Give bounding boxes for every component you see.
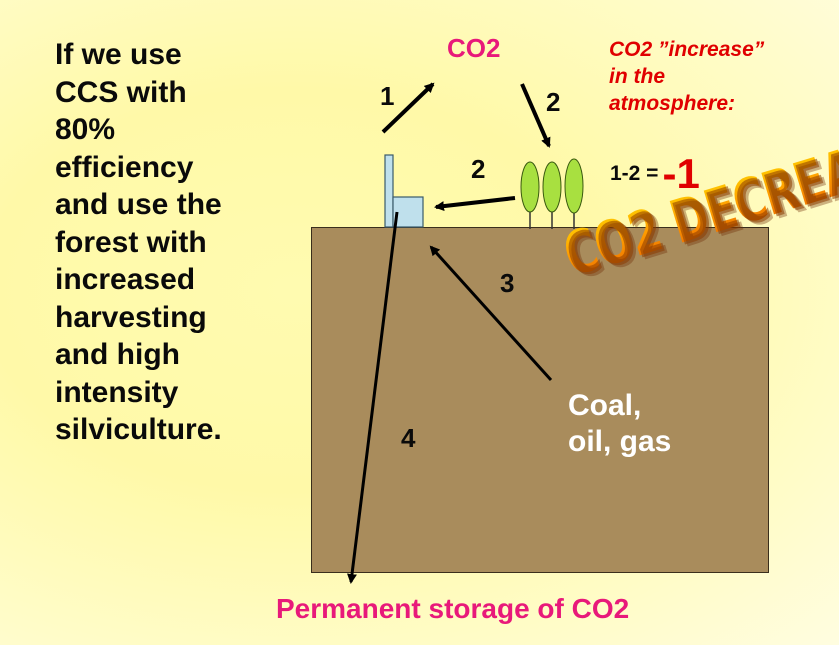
fossil-line: oil, gas bbox=[568, 425, 672, 458]
explanation-text: If we use CCS with 80% efficiency and us… bbox=[55, 36, 295, 449]
arrow-4 bbox=[347, 211, 399, 584]
chimney-stack bbox=[384, 154, 394, 228]
explanation-line: silviculture. bbox=[55, 413, 222, 446]
arrow-2a bbox=[520, 83, 551, 148]
explanation-line: CCS with bbox=[55, 75, 187, 109]
increase-calculation: 1-2 =-1 bbox=[610, 150, 700, 198]
tree bbox=[542, 161, 562, 213]
explanation-line: forest with bbox=[55, 225, 207, 259]
increase-line: in the bbox=[609, 65, 665, 88]
explanation-line: harvesting bbox=[55, 300, 207, 334]
tree bbox=[520, 161, 540, 213]
explanation-line: and high bbox=[55, 338, 180, 371]
arrow-3 bbox=[429, 245, 553, 382]
permanent-storage-label: Permanent storage of CO2 bbox=[276, 593, 630, 624]
explanation-line: If we use bbox=[55, 38, 182, 71]
power-plant bbox=[392, 196, 424, 228]
arrow-1 bbox=[381, 82, 435, 134]
increase-note: CO2 ”increase” in the atmosphere: bbox=[609, 36, 764, 117]
co2-label: CO2 bbox=[447, 33, 501, 63]
fossil-fuels-label: Coal, oil, gas bbox=[568, 388, 671, 460]
increase-line: atmosphere: bbox=[609, 92, 736, 115]
arrow-2b bbox=[434, 196, 516, 212]
step-3-label: 3 bbox=[500, 268, 515, 298]
step-2a-label: 2 bbox=[546, 87, 561, 117]
explanation-line: efficiency bbox=[55, 150, 194, 184]
trees bbox=[520, 158, 584, 229]
explanation-line: and use the bbox=[55, 188, 222, 221]
calculation-equation: 1-2 = bbox=[610, 162, 659, 185]
step-2b-label: 2 bbox=[471, 154, 486, 184]
fossil-line: Coal, bbox=[568, 389, 642, 422]
tree bbox=[564, 158, 584, 214]
step-1-label: 1 bbox=[380, 81, 395, 111]
explanation-line: increased bbox=[55, 263, 196, 296]
calculation-result: -1 bbox=[662, 150, 700, 197]
explanation-line: 80% bbox=[55, 113, 116, 146]
increase-line: CO2 ”increase” bbox=[609, 38, 765, 61]
step-4-label: 4 bbox=[401, 423, 416, 453]
explanation-line: intensity bbox=[55, 375, 179, 409]
